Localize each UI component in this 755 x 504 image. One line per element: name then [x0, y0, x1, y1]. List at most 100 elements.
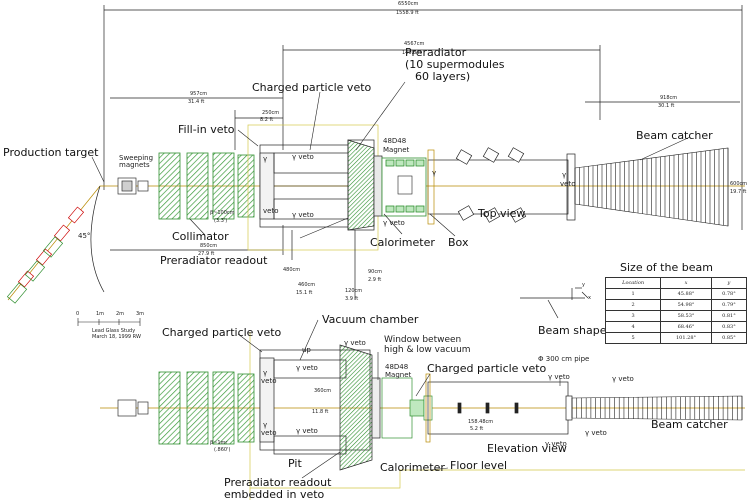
label-magnet-elev: Magnet	[385, 371, 412, 379]
label-readout-2: embedded in veto	[224, 488, 325, 501]
dim-inner: 360cm	[314, 388, 332, 394]
beam-table-title: Size of the beam	[620, 261, 713, 274]
box-top-view	[427, 147, 576, 225]
label-gamma-veto-elev-b: γ veto	[296, 427, 318, 435]
label-gamma-veto-top2: γ veto	[292, 211, 314, 219]
dim-pit-a-ft: 15.1 ft	[296, 290, 313, 296]
table-cell: 45.88°	[660, 288, 712, 300]
dim-side: 480cm	[283, 267, 301, 273]
label-pipe: Φ 300 cm pipe	[538, 355, 590, 363]
table-row: 1 45.88° 0.78°	[604, 288, 748, 300]
beam-table-header-location: Location	[604, 277, 662, 289]
label-top-view: Top view	[478, 207, 526, 220]
label-gamma-elev-left2: γ	[263, 421, 268, 429]
label-gamma-veto-elev-top: γ veto	[344, 339, 366, 347]
table-cell: 54.98°	[660, 299, 712, 311]
label-preradiator-2: (10 supermodules	[405, 58, 505, 71]
dim-overall: 6550cm	[398, 1, 419, 7]
label-calorimeter-elev: Calorimeter	[380, 461, 445, 474]
label-elevation-view: Elevation view	[487, 442, 567, 455]
dim-window-ft: 5.2 ft	[470, 426, 484, 432]
label-charged-particle-veto-top: Charged particle veto	[252, 81, 372, 94]
label-floor-level: Floor level	[450, 459, 508, 472]
collimator-blocks	[158, 152, 255, 220]
label-preradiator-3: 60 layers)	[415, 70, 471, 83]
table-cell: 0.85°	[710, 332, 748, 344]
dim-inner-ft: 11.8 ft	[312, 409, 329, 415]
dim-right-h: 600cm	[730, 181, 748, 187]
label-preradiator-1: Preradiator	[405, 46, 467, 59]
label-sweeping-magnets: Sweeping magnets	[119, 154, 154, 169]
dim-pit-b-ft: 3.9 ft	[345, 296, 359, 302]
label-pit: Pit	[288, 457, 302, 470]
table-cell: 5	[604, 332, 662, 344]
label-magnet-top: Magnet	[383, 146, 410, 154]
table-cell: 0.81°	[710, 310, 748, 322]
beam-size-table: Location x y 1 45.88° 0.78° 2 54.98° 0.7…	[604, 277, 748, 344]
dim-catcher-ft: 30.1 ft	[658, 103, 675, 109]
label-gamma-veto-elev-right: γ veto	[548, 373, 570, 381]
label-gamma-veto-right: γ	[562, 171, 567, 179]
dim-pit-b: 120cm	[345, 288, 363, 294]
dim-beta: β~100cm	[210, 210, 235, 216]
table-cell: 0.78°	[710, 288, 748, 300]
table-cell: 4	[604, 321, 662, 333]
dim-beta2: (3.3')	[214, 218, 228, 224]
label-production-target: Production target	[3, 146, 99, 159]
scale-tick-2: 2m	[116, 311, 125, 317]
label-window-2: high & low vacuum	[384, 345, 471, 355]
dim-left-a-ft: 31.4 ft	[188, 99, 205, 105]
label-beta2-elev: (.860')	[214, 447, 231, 453]
dim-small-ft: 2.9 ft	[368, 277, 382, 283]
leader-lines-elevation	[237, 319, 561, 479]
scale-tick-1: 1m	[96, 311, 105, 317]
scale-note-2: March 18, 1999 RW	[92, 334, 141, 340]
label-gamma-veto-elev-low2: γ veto	[545, 440, 567, 448]
dim-mid-ft: 149.8 ft	[402, 50, 422, 56]
label-window-1: Window between	[384, 335, 462, 345]
table-cell: 3	[604, 310, 662, 322]
beam-table-header-y: y	[710, 277, 748, 289]
table-row: 2 54.98° 0.79°	[604, 299, 748, 311]
table-cell: 0.83°	[710, 321, 748, 333]
label-gamma-veto-top1: γ veto	[292, 153, 314, 161]
scale-note-1: Lead Glass Study	[92, 328, 136, 334]
dim-right-h-ft: 19.7 ft	[730, 189, 747, 195]
scale-tick-0: 0	[76, 311, 80, 317]
beam-shape-axes	[520, 287, 589, 319]
table-cell: 101.28°	[660, 332, 712, 344]
label-gamma-veto-top3: γ veto	[383, 219, 405, 227]
elevation-collimator-blocks	[158, 371, 255, 445]
label-veto-elev-left2: veto	[261, 429, 277, 437]
production-target-branch	[6, 185, 105, 304]
table-row: 3 58.53° 0.81°	[604, 310, 748, 322]
table-cell: 0.79°	[710, 299, 748, 311]
label-readout-1: Preradiator readout	[224, 476, 332, 489]
dim-left-a: 957cm	[190, 91, 208, 97]
dim-small: 90cm	[368, 269, 382, 275]
scale-tick-3: 3m	[136, 311, 145, 317]
label-beam-shape-x: x	[588, 295, 591, 301]
dim-mid: 4567cm	[404, 41, 425, 47]
table-cell: 1	[604, 288, 662, 300]
label-veto-top-left: veto	[263, 207, 279, 215]
beam-catcher-elevation	[571, 395, 743, 421]
label-gamma-elev-left: γ	[263, 369, 268, 377]
label-gamma-veto-elev-low: γ veto	[585, 429, 607, 437]
table-cell: 58.53°	[660, 310, 712, 322]
label-beta-elev: β~1mr	[210, 440, 228, 446]
label-calorimeter-top: Calorimeter	[370, 236, 435, 249]
label-gamma-top-left: γ	[263, 155, 268, 163]
label-gamma-box: γ	[432, 169, 437, 177]
label-beam-catcher-elev: Beam catcher	[651, 418, 728, 431]
label-48d48-elev: 48D48	[385, 363, 409, 371]
label-gamma-veto-elev-a: γ veto	[296, 364, 318, 372]
dim-collimator-ft: 27.9 ft	[198, 251, 215, 257]
dim-window: 158.48cm	[468, 419, 494, 425]
label-box: Box	[448, 236, 469, 249]
label-48d48-top: 48D48	[383, 137, 407, 145]
label-preradiator-readout: Preradiator readout	[160, 254, 268, 267]
label-vacuum-chamber: Vacuum chamber	[322, 313, 419, 326]
